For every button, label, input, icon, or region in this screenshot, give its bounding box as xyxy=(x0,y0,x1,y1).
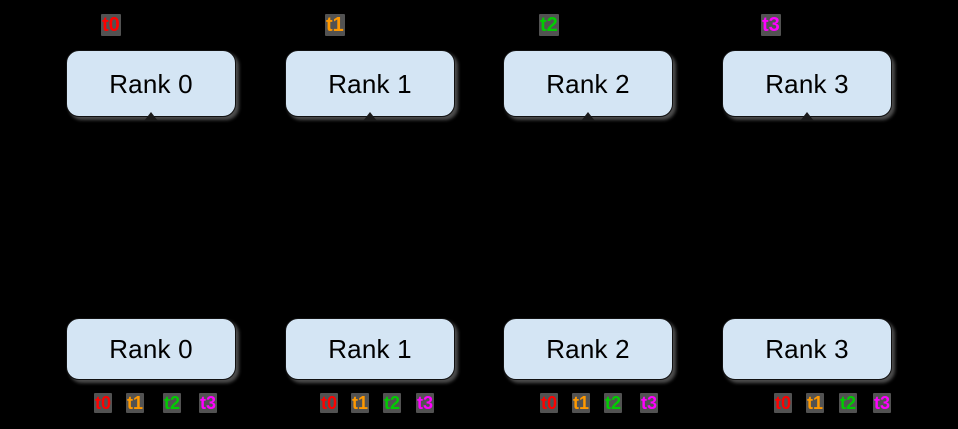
chunk-tag-t3: t3 xyxy=(416,393,435,413)
chunk-tag-t0: t0 xyxy=(540,393,559,413)
chunk-tag-t2: t2 xyxy=(604,393,623,413)
chunk-tag-t1: t1 xyxy=(806,393,825,413)
chunk-tag-t3: t3 xyxy=(199,393,218,413)
chunk-tag-t0: t0 xyxy=(94,393,113,413)
chunk-tag-t1: t1 xyxy=(572,393,591,413)
rank-box-label: Rank 1 xyxy=(328,334,412,364)
rank-box-label: Rank 0 xyxy=(109,334,193,364)
rank-box-label: Rank 3 xyxy=(765,68,849,99)
chunk-tag-t1: t1 xyxy=(126,393,145,413)
rank-box-bottom-2[interactable]: Rank 2 xyxy=(503,318,673,380)
arrow-mark-1 xyxy=(363,112,377,121)
chunk-tag-t2: t2 xyxy=(839,393,858,413)
rank-box-top-1[interactable]: Rank 1 xyxy=(285,50,455,117)
rank-box-bottom-1[interactable]: Rank 1 xyxy=(285,318,455,380)
rank-box-bottom-0[interactable]: Rank 0 xyxy=(66,318,236,380)
chunk-tag-t3: t3 xyxy=(761,14,781,36)
chunk-tag-t2: t2 xyxy=(383,393,402,413)
chunk-tag-t0: t0 xyxy=(320,393,339,413)
chunk-tag-t2: t2 xyxy=(163,393,182,413)
chunk-tag-t3: t3 xyxy=(640,393,659,413)
rank-box-label: Rank 2 xyxy=(546,68,630,99)
chunk-tag-t3: t3 xyxy=(873,393,892,413)
rank-box-bottom-3[interactable]: Rank 3 xyxy=(722,318,892,380)
chunk-tag-t2: t2 xyxy=(539,14,559,36)
chunk-tag-t1: t1 xyxy=(325,14,345,36)
rank-box-label: Rank 0 xyxy=(109,68,193,99)
rank-box-top-3[interactable]: Rank 3 xyxy=(722,50,892,117)
arrow-mark-2 xyxy=(581,112,595,121)
chunk-tag-t1: t1 xyxy=(351,393,370,413)
rank-box-top-0[interactable]: Rank 0 xyxy=(66,50,236,117)
rank-box-label: Rank 2 xyxy=(546,334,630,364)
rank-box-label: Rank 1 xyxy=(328,68,412,99)
chunk-tag-t0: t0 xyxy=(774,393,793,413)
rank-box-top-2[interactable]: Rank 2 xyxy=(503,50,673,117)
arrow-mark-0 xyxy=(144,112,158,121)
rank-box-label: Rank 3 xyxy=(765,334,849,364)
chunk-tag-t0: t0 xyxy=(101,14,121,36)
arrow-mark-3 xyxy=(800,112,814,121)
